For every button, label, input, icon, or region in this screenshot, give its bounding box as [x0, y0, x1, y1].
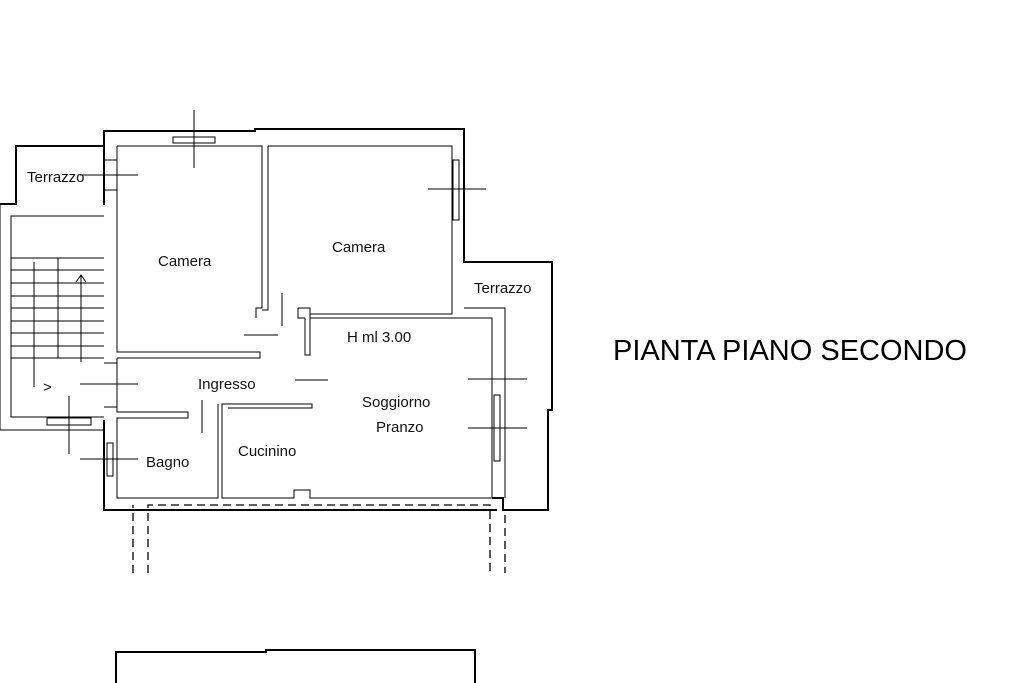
label-camera-right: Camera	[332, 239, 386, 256]
windows	[46, 136, 501, 477]
stair-up-arrow-icon	[75, 274, 87, 283]
label-terrazzo-right: Terrazzo	[474, 280, 532, 297]
label-terrazzo-left: Terrazzo	[27, 169, 85, 186]
label-cucinino: Cucinino	[238, 443, 296, 460]
label-ingresso: Ingresso	[198, 376, 256, 393]
room-labels: Terrazzo Camera Camera Terrazzo H ml 3.0…	[27, 169, 532, 471]
label-pranzo: Pranzo	[376, 419, 424, 436]
plan-title: PIANTA PIANO SECONDO	[613, 335, 967, 367]
label-camera-left: Camera	[158, 253, 212, 270]
label-bagno: Bagno	[146, 454, 189, 471]
walls	[0, 128, 553, 683]
label-soggiorno: Soggiorno	[362, 394, 430, 411]
label-height: H ml 3.00	[347, 329, 411, 346]
stair-direction-arrow-icon: >	[43, 379, 52, 396]
dimension-ticks	[68, 110, 527, 460]
stairs	[11, 257, 104, 387]
